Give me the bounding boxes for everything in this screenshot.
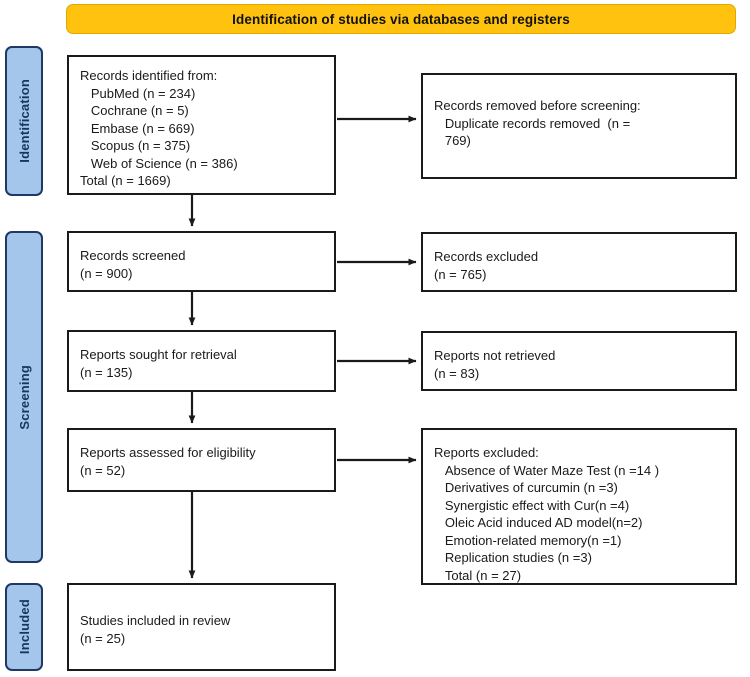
phase-label-identification: Identification	[16, 79, 32, 163]
phase-bar-screening: Screening	[5, 231, 43, 563]
box-studies-included-in-review: Studies included in review (n = 25)	[67, 583, 336, 671]
phase-label-screening: Screening	[16, 364, 32, 430]
box-records-removed-text: Records removed before screening: Duplic…	[434, 98, 641, 148]
box-records-excluded-text: Records excluded (n = 765)	[434, 249, 539, 282]
phase-bar-identification: Identification	[5, 46, 43, 196]
box-studies-included-text: Studies included in review (n = 25)	[80, 613, 231, 646]
diagram-header-banner: Identification of studies via databases …	[66, 4, 736, 34]
box-reports-sought-for-retrieval: Reports sought for retrieval (n = 135)	[67, 330, 336, 392]
box-reports-excluded-text: Reports excluded: Absence of Water Maze …	[434, 445, 660, 583]
box-records-screened-text: Records screened (n = 900)	[80, 248, 186, 281]
box-reports-excluded: Reports excluded: Absence of Water Maze …	[421, 428, 737, 585]
box-records-identified: Records identified from: PubMed (n = 234…	[67, 55, 336, 195]
box-reports-assessed-text: Reports assessed for eligibility (n = 52…	[80, 445, 256, 478]
box-reports-sought-text: Reports sought for retrieval (n = 135)	[80, 347, 237, 380]
box-reports-not-retrieved-text: Reports not retrieved (n = 83)	[434, 348, 556, 381]
box-reports-assessed-for-eligibility: Reports assessed for eligibility (n = 52…	[67, 428, 336, 492]
diagram-title: Identification of studies via databases …	[232, 11, 570, 27]
box-reports-not-retrieved: Reports not retrieved (n = 83)	[421, 331, 737, 391]
phase-label-included: Included	[16, 599, 32, 655]
box-records-removed-before-screening: Records removed before screening: Duplic…	[421, 73, 737, 179]
box-records-identified-text: Records identified from: PubMed (n = 234…	[80, 68, 238, 188]
box-records-screened: Records screened (n = 900)	[67, 231, 336, 292]
box-records-excluded: Records excluded (n = 765)	[421, 232, 737, 292]
phase-bar-included: Included	[5, 583, 43, 671]
